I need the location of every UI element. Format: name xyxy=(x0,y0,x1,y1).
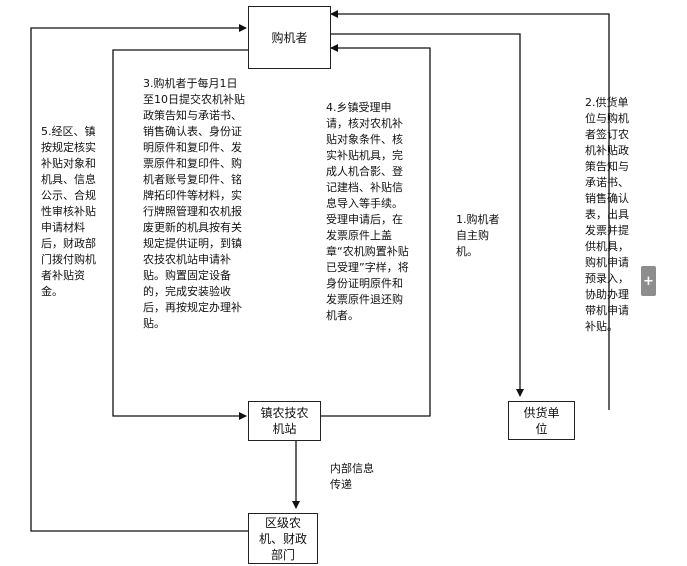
step-1-text: 1.购机者自主购机。 xyxy=(456,213,500,258)
internal-transfer-text: 内部信息传递 xyxy=(330,462,374,491)
step-4-text: 4.乡镇受理申请，核对农机补贴对象条件、核实补贴机具，完成人机合影、登记建档、补… xyxy=(326,101,409,322)
node-supplier-label: 供货单位 xyxy=(523,405,560,436)
node-district-dept-label: 区级农机、财政部门 xyxy=(258,515,307,562)
arrow-buyer-to-supplier xyxy=(331,33,524,397)
step-3-text: 3.购机者于每月1日至10日提交农机补贴政策告知与承诺书、销售确认表、身份证明原… xyxy=(143,77,245,330)
node-buyer-label: 购机者 xyxy=(271,30,308,45)
arrow-district-to-buyer xyxy=(30,24,248,532)
node-town-station: 镇农技农机站 xyxy=(248,401,321,441)
expand-button[interactable]: + xyxy=(641,266,656,296)
node-district-dept: 区级农机、财政部门 xyxy=(248,513,318,564)
node-supplier: 供货单位 xyxy=(508,401,575,440)
step-5-text: 5.经区、镇按规定核实补贴对象和机具、信息公示、合规性审核补贴申请材料后，财政部… xyxy=(41,125,96,298)
node-buyer: 购机者 xyxy=(248,6,331,69)
arrow-buyer-to-station xyxy=(112,49,248,420)
node-town-station-label: 镇农技农机站 xyxy=(260,406,309,436)
step-2-text: 2.供货单位与购机者签订农机补贴政策告知与承诺书、销售确认表，出具发票并提供机具… xyxy=(585,96,629,333)
arrow-supplier-to-buyer xyxy=(330,10,610,410)
arrow-station-to-buyer xyxy=(321,44,431,417)
